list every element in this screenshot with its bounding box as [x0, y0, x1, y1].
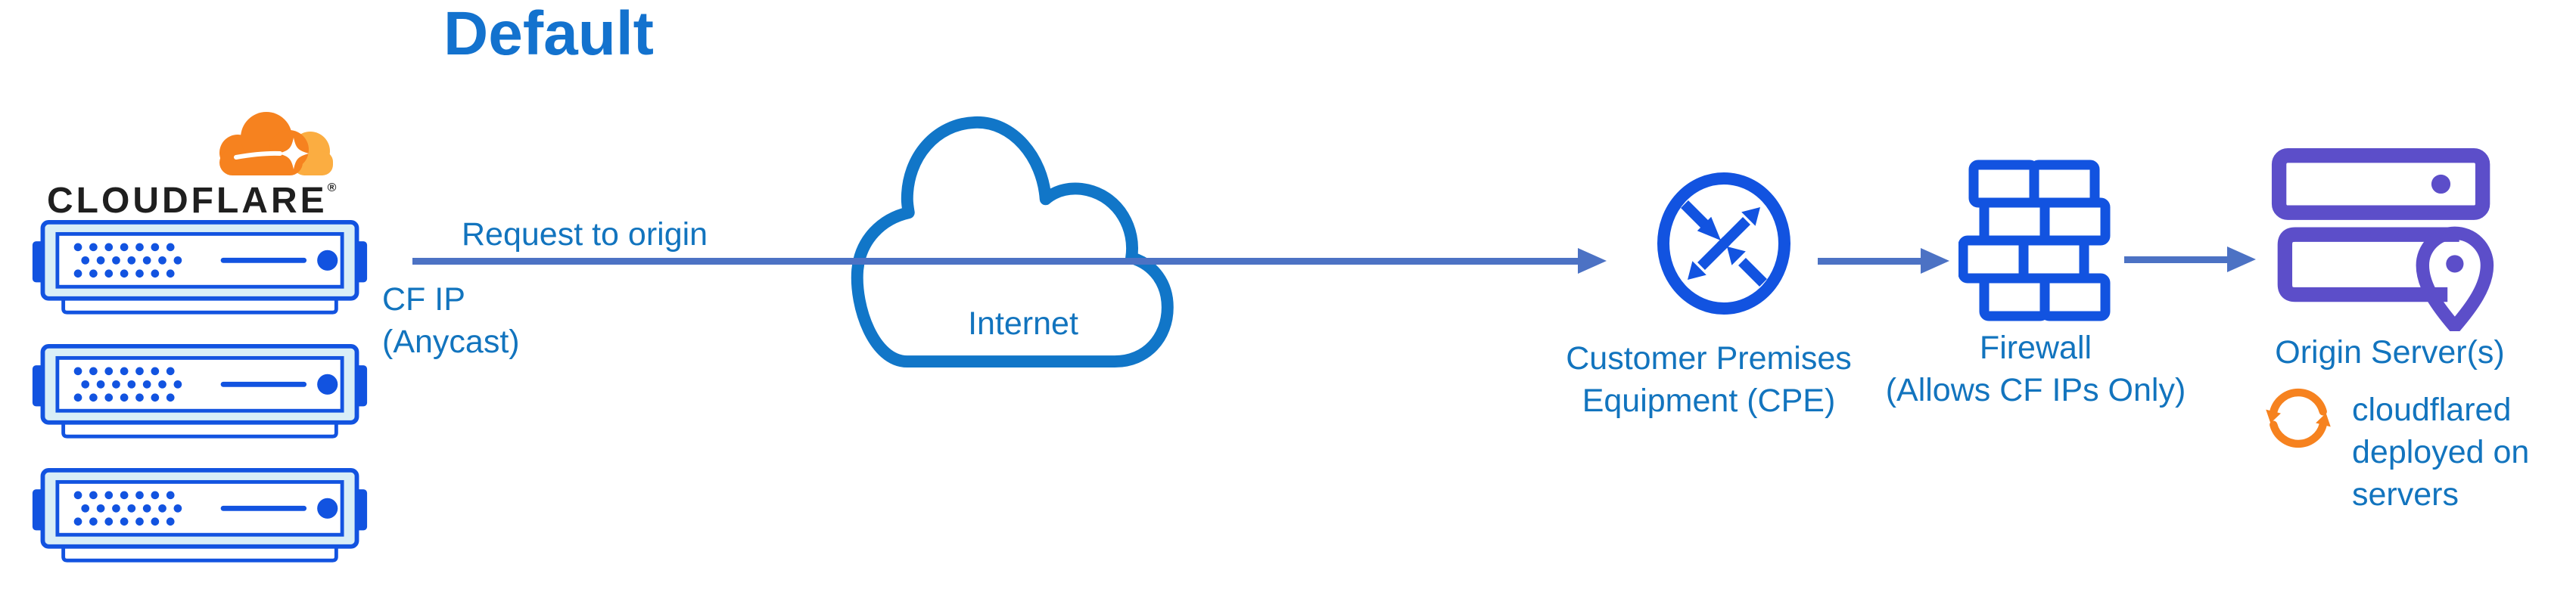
cloudflare-wordmark: CLOUDFLARE®: [47, 181, 337, 221]
cf-ip-label: CF IP (Anycast): [382, 281, 520, 360]
origin-top-server: [2271, 148, 2490, 220]
logo-swoosh: [234, 150, 282, 160]
location-pin-dot: [2446, 255, 2464, 273]
page-title: Default: [443, 0, 654, 68]
cloudflare-logo-icon: [219, 112, 333, 175]
logo-dark-cloud: [219, 112, 309, 175]
firewall-label: Firewall (Allows CF IPs Only): [1885, 330, 2186, 408]
sync-icon: [2266, 388, 2331, 448]
location-pin: [2416, 226, 2494, 331]
internet-label: Internet: [968, 305, 1078, 342]
firewall-bricks: [1958, 160, 2111, 321]
cpe-router-icon: [1657, 172, 1790, 315]
cloud-outline: [851, 116, 1174, 368]
firewall-brick-icon: [1958, 160, 2111, 321]
sync-bottom-arc: [2270, 420, 2327, 448]
router-circle: [1657, 172, 1790, 315]
cpe-label: Customer Premises Equipment (CPE): [1566, 340, 1852, 419]
origin-label: Origin Server(s): [2275, 334, 2505, 371]
sync-right-arrowhead: [2316, 413, 2331, 427]
cloudflared-annotation: cloudflared deployed on servers: [2352, 392, 2530, 513]
request-arrow-line: [412, 258, 1578, 265]
router-arrows: [1681, 200, 1767, 287]
cpe-to-firewall-arrow-head: [1921, 248, 1949, 274]
registered-mark: ®: [327, 181, 337, 194]
origin-bottom-server: [2277, 227, 2459, 302]
firewall-to-origin-arrow-head: [2227, 247, 2256, 272]
origin-top-server-dot: [2431, 174, 2451, 194]
cpe-to-firewall-arrow-line: [1818, 258, 1921, 265]
request-to-origin-label: Request to origin: [462, 216, 708, 253]
request-arrow-head: [1578, 248, 1607, 274]
internet-cloud-icon: [851, 116, 1174, 368]
cloudflare-server-icon: [30, 219, 369, 316]
origin-server-location-icon: [2271, 148, 2494, 331]
sync-top-arc: [2270, 388, 2327, 416]
logo-flare: [278, 138, 309, 169]
sync-left-arrowhead: [2266, 409, 2281, 423]
cloudflare-server-icon: [30, 343, 369, 440]
cloudflare-server-icon: [30, 467, 369, 564]
firewall-to-origin-arrow-line: [2124, 256, 2227, 263]
